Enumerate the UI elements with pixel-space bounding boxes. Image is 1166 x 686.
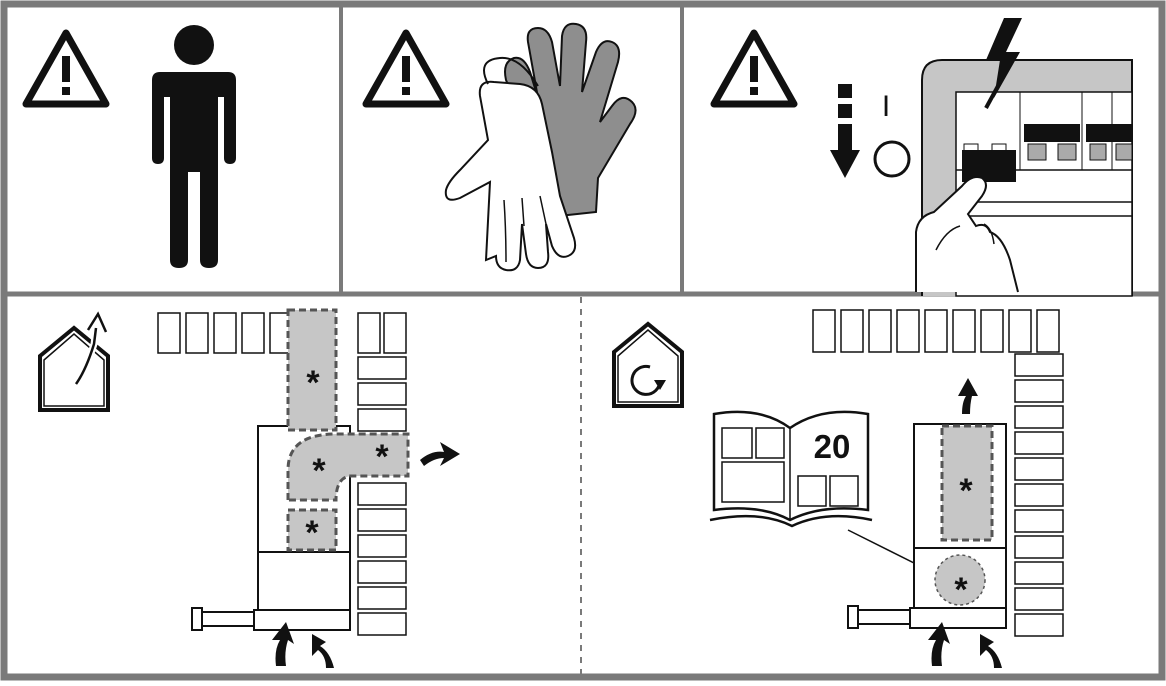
duct-zone-fan (934, 554, 986, 606)
hand-icon (915, 176, 1019, 293)
off-switch-icon: I (873, 90, 911, 178)
on-mark-label: I (882, 90, 890, 123)
warning-triangle-icon (710, 29, 798, 108)
marker-upper: * (306, 364, 320, 402)
intake-arrow-icon (928, 622, 950, 666)
duct-zone-elbow (286, 432, 410, 502)
warning-person-panel (22, 25, 236, 268)
house-recirculation-icon (612, 321, 684, 408)
duct-zone-lower (286, 508, 338, 552)
warning-triangle-icon (22, 29, 110, 108)
down-arrow-icon (830, 84, 860, 178)
marker-fan: * (954, 571, 968, 609)
outflow-arrow-icon (420, 442, 460, 466)
outflow-arrow-icon (958, 378, 978, 414)
service-markers-right: * * (954, 472, 973, 609)
house-arrow-out-icon (38, 311, 110, 412)
intake-arrow-icon (980, 634, 1002, 668)
outdoor-install-panel: * * * * (38, 308, 460, 668)
warning-triangle-icon (362, 29, 450, 108)
horizontal-duct-left (157, 312, 407, 354)
gloves-icon (444, 22, 637, 272)
warning-power-panel: I (710, 18, 1133, 297)
intake-arrow-icon (272, 622, 294, 666)
vertical-duct-left (357, 356, 407, 636)
warning-gloves-panel (362, 22, 637, 272)
airflow-arrows-left (272, 442, 460, 668)
manual-page-number: 20 (814, 428, 851, 465)
horizontal-duct-right (812, 309, 1060, 353)
marker-side: * (375, 438, 389, 476)
manual-book-icon: 20 (709, 410, 873, 528)
person-icon (152, 25, 236, 268)
airflow-arrows-right (928, 378, 1002, 668)
lightning-icon (984, 18, 1022, 109)
marker-lower: * (305, 514, 319, 552)
indoor-install-panel: 20 (612, 309, 1064, 668)
duct-zone-filter (940, 424, 994, 542)
vertical-duct-right (1014, 353, 1064, 637)
service-markers-left: * * * * (305, 364, 389, 552)
marker-elbow: * (312, 452, 326, 490)
intake-arrow-icon (312, 634, 334, 668)
marker-filter: * (959, 472, 973, 510)
duct-zone-upper (286, 308, 338, 432)
shaded-duct-zones (286, 308, 410, 552)
